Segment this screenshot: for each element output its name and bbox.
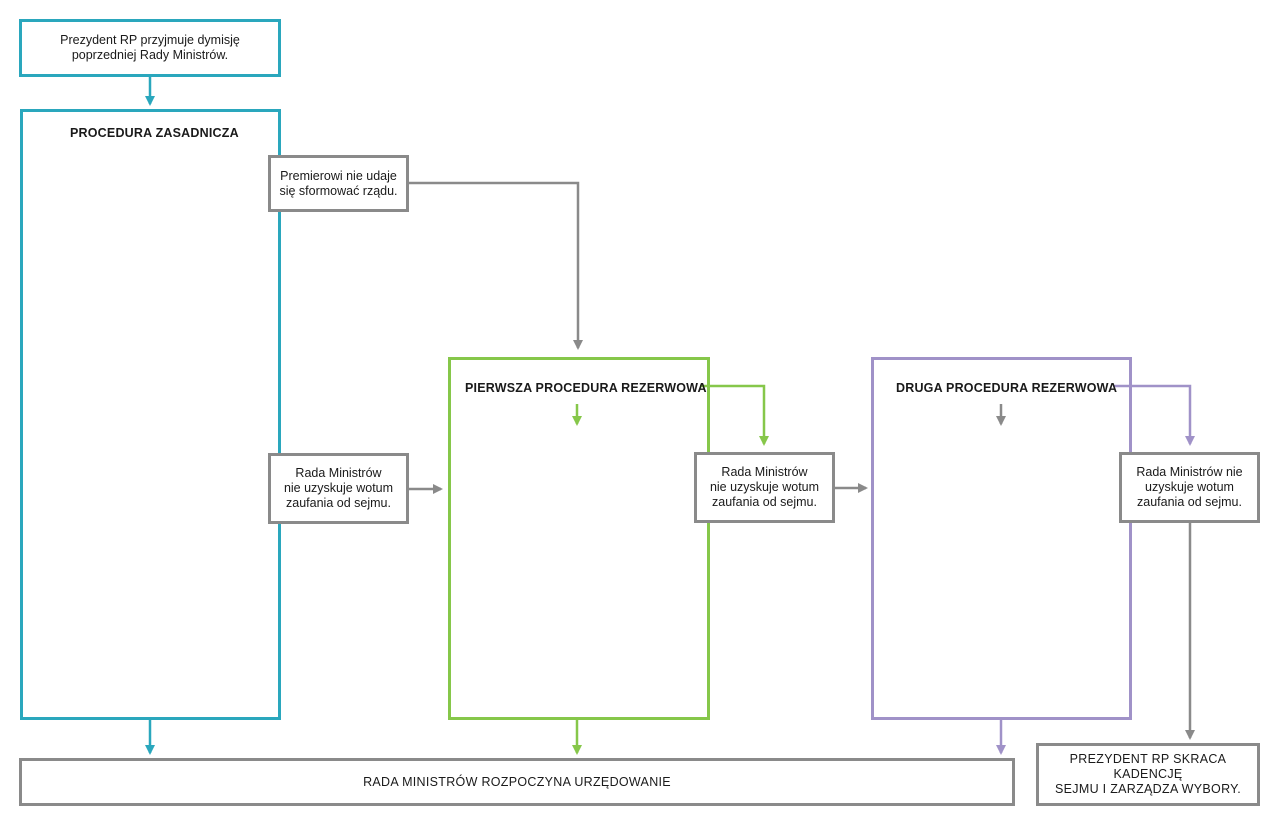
government-starts-box: RADA MINISTRÓW ROZPOCZYNA URZĘDOWANIE [19,758,1015,806]
no-confidence-box-1: Rada Ministrów nie uzyskuje wotum zaufan… [268,453,409,524]
first-reserve-procedure-title: PIERWSZA PROCEDURA REZERWOWA [465,381,707,395]
arrow-pm-fails-to-first-reserve [408,181,583,350]
main-procedure-title: PROCEDURA ZASADNICZA [70,126,239,140]
elections-box: PREZYDENT RP SKRACA KADENCJĘ SEJMU I ZAR… [1036,743,1260,806]
start-box: Prezydent RP przyjmuje dymisję poprzedni… [19,19,281,77]
no-confidence-box-2: Rada Ministrów nie uzyskuje wotum zaufan… [694,452,835,523]
main-procedure-frame [20,109,281,720]
second-reserve-procedure-title: DRUGA PROCEDURA REZERWOWA [896,381,1118,395]
no-confidence-box-3: Rada Ministrów nie uzyskuje wotum zaufan… [1119,452,1260,523]
second-reserve-procedure-frame [871,357,1132,720]
pm-fails-box: Premierowi nie udaje się sformować rządu… [268,155,409,212]
first-reserve-procedure-frame [448,357,710,720]
arrow-first-reserve-to-no-confidence-2 [700,384,769,446]
arrow-second-reserve-to-no-confidence-3 [1114,384,1195,446]
